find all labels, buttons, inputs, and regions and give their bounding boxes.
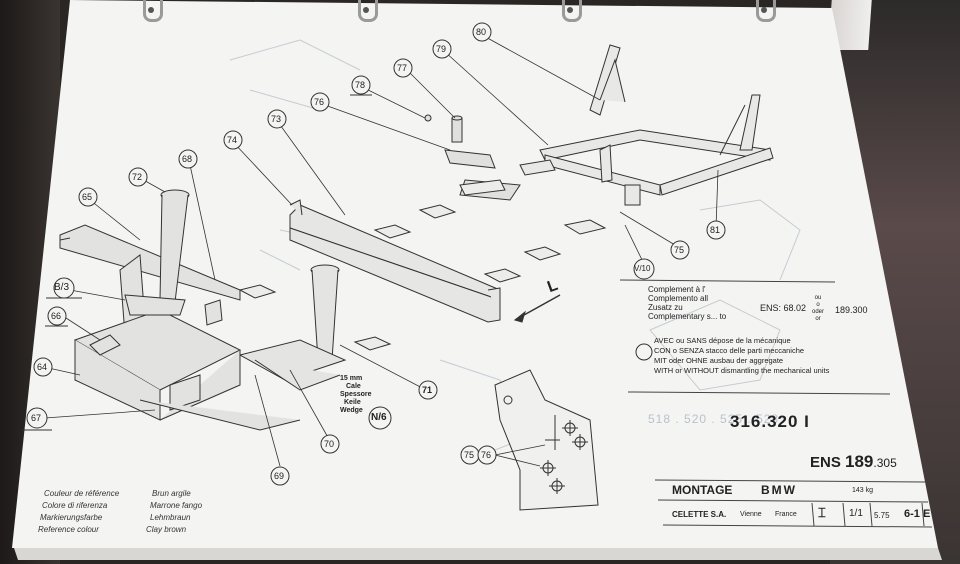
callout-79: 79	[436, 44, 447, 54]
leader-lines	[43, 34, 719, 467]
callout-b3: B/3	[54, 282, 70, 293]
callout-65: 65	[82, 192, 93, 202]
rail-73-74	[289, 199, 501, 323]
callout-n6: N/6	[371, 412, 387, 423]
binder-ring-1	[143, 0, 163, 22]
callout-75-detail: 75	[464, 450, 475, 460]
logo-icon: ⌶	[818, 505, 826, 520]
callout-78: 78	[355, 80, 366, 90]
complement-value: 189.300	[835, 305, 868, 315]
pillar-70	[238, 264, 347, 391]
complement-ens: ENS: 68.02	[760, 303, 807, 313]
binder-ring-4	[756, 0, 776, 22]
callout-76: 76	[314, 97, 325, 107]
callout-72: 72	[132, 172, 143, 182]
colour-legend-labels: Couleur de référence Colore di riferenza…	[38, 489, 120, 534]
frame-80-81	[519, 44, 774, 206]
date-label: 5.75	[874, 511, 890, 520]
callout-71: 71	[422, 385, 433, 395]
callout-69: 69	[274, 471, 285, 481]
detail-inset	[494, 369, 599, 511]
callout-75: 75	[674, 245, 685, 255]
complement-labels: Complement à l' Complemento all Zusatz z…	[648, 285, 727, 321]
callout-66: 66	[51, 311, 62, 321]
wedge-note: 15 mm Cale Spessore Keile Wedge	[340, 375, 372, 414]
callout-circles	[26, 22, 726, 486]
frame-left-64-68	[59, 189, 301, 431]
rule-lines	[619, 279, 933, 528]
faint-reference-numbers: 518 . 520 . 525 . 528	[648, 412, 780, 426]
reference-number: 316.320 I	[730, 412, 810, 431]
montage-label: MONTAGE	[672, 483, 733, 497]
callout-67: 67	[31, 413, 42, 423]
brand-label: BMW	[761, 483, 797, 497]
binder-ring-2	[358, 0, 378, 22]
code-label: 6-1 E	[904, 508, 931, 520]
callout-76-detail: 76	[481, 450, 492, 460]
callout-68: 68	[182, 154, 193, 164]
mechanical-note: AVEC ou SANS dépose de la mécanique CON …	[654, 336, 830, 375]
weight-label: 143 kg	[852, 487, 874, 494]
callout-77: 77	[397, 63, 408, 73]
callout-73: 73	[271, 114, 282, 124]
direction-arrow	[513, 294, 561, 323]
ens-number: ENS 189.305	[810, 452, 897, 471]
callout-81: 81	[710, 225, 721, 235]
complement-or-words: ou o oder or	[812, 295, 825, 322]
sheet-label: 1/1	[849, 508, 863, 519]
callout-underlines	[22, 94, 372, 431]
callout-80: 80	[476, 27, 487, 37]
city-label: Vienne	[740, 511, 762, 518]
callout-v10: V/10	[634, 264, 651, 273]
callout-64: 64	[37, 362, 48, 372]
colour-legend-values: Brun argile Marrone fango Lehmbraun Clay…	[146, 489, 203, 534]
callout-74: 74	[227, 135, 238, 145]
country-label: France	[775, 511, 797, 518]
callout-70: 70	[324, 439, 335, 449]
floor-pads	[238, 179, 607, 351]
company-label: CELETTE S.A.	[672, 510, 727, 519]
binder-ring-3	[562, 0, 582, 22]
